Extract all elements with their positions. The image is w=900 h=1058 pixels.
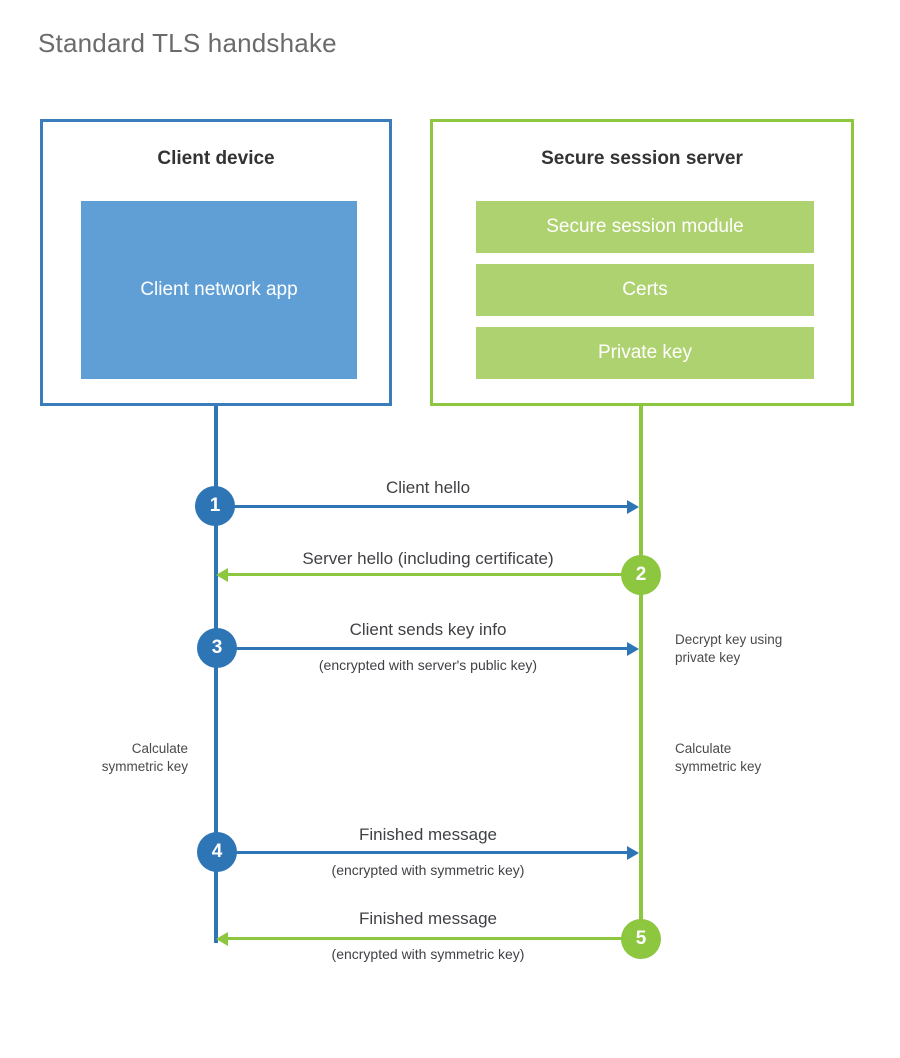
step-5-sublabel: (encrypted with symmetric key) <box>331 946 525 962</box>
step-5-label: Finished message <box>359 909 497 928</box>
server-module-private-key: Private key <box>476 327 814 379</box>
step-4-arrow-line <box>216 851 628 854</box>
server-module-secure-session: Secure session module <box>476 201 814 253</box>
client-network-app-block: Client network app <box>81 201 357 379</box>
secure-session-server-title: Secure session server <box>541 148 743 169</box>
step-3-sublabel: (encrypted with server's public key) <box>318 657 538 673</box>
step-5-number-badge: 5 <box>621 919 661 959</box>
step-3-arrow-line <box>216 647 628 650</box>
client-lifeline <box>214 406 218 943</box>
server-decrypt-note: Decrypt key using private key <box>675 632 783 666</box>
step-4-arrow-head-icon <box>627 845 639 860</box>
server-module-stack: Secure session module Certs Private key <box>476 201 814 379</box>
page-title: Standard TLS handshake <box>38 28 337 58</box>
step-5-arrow-head-icon <box>216 931 228 946</box>
step-2-number-badge: 2 <box>621 555 661 595</box>
client-device-title: Client device <box>157 148 275 169</box>
step-5-arrow-line <box>228 937 628 940</box>
step-3-arrow-head-icon <box>627 641 639 656</box>
secure-session-server-box: Secure session server Secure session mod… <box>430 119 854 406</box>
client-device-box: Client device Client network app <box>40 119 392 406</box>
step-2-arrow-head-icon <box>216 567 228 582</box>
step-1-arrow-head-icon <box>627 499 639 514</box>
step-1-arrow-line <box>216 505 628 508</box>
step-4-sublabel: (encrypted with symmetric key) <box>331 862 525 878</box>
step-2-label: Server hello (including certificate) <box>302 549 554 568</box>
step-4-number-badge: 4 <box>197 832 237 872</box>
step-3-number-badge: 3 <box>197 628 237 668</box>
step-1-label: Client hello <box>385 478 471 497</box>
server-calculate-symmetric-key-note: Calculate symmetric key <box>675 741 762 775</box>
server-module-certs: Certs <box>476 264 814 316</box>
step-3-label: Client sends key info <box>349 620 507 639</box>
step-4-label: Finished message <box>359 825 497 844</box>
client-calculate-symmetric-key-note: Calculate symmetric key <box>101 741 188 775</box>
server-lifeline <box>639 406 643 933</box>
step-2-arrow-line <box>228 573 628 576</box>
step-1-number-badge: 1 <box>195 486 235 526</box>
